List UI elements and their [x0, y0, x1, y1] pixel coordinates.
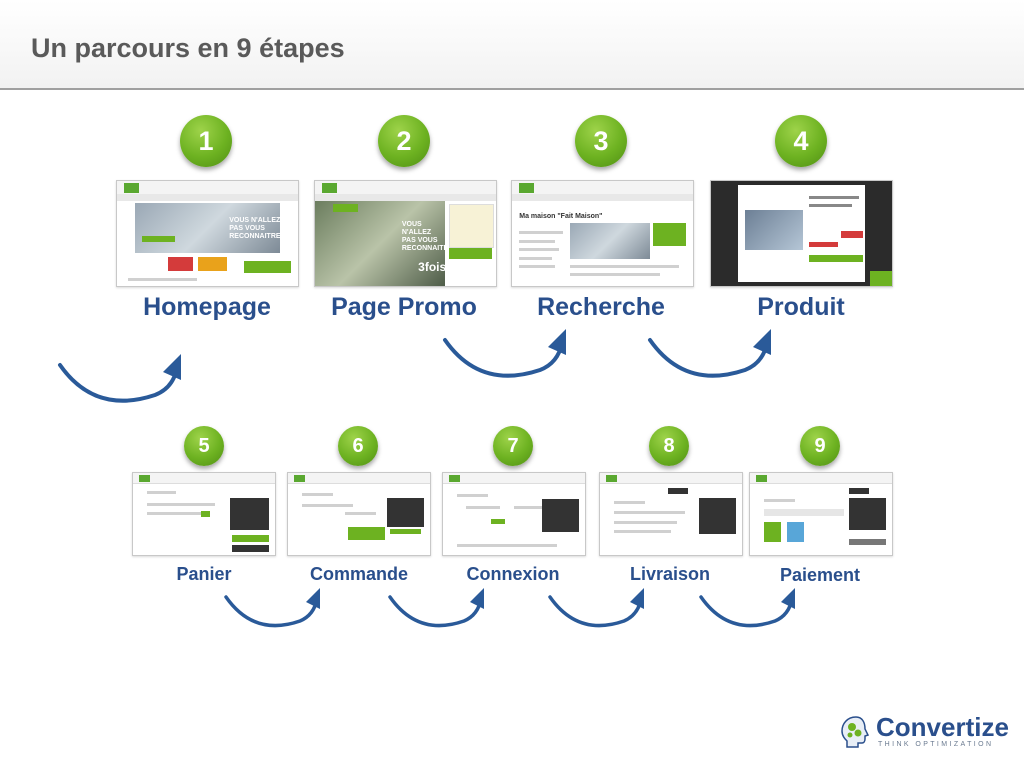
step-9-label: Paiement	[740, 565, 900, 586]
step-5-badge: 5	[184, 426, 224, 466]
title-bar: Un parcours en 9 étapes	[0, 0, 1024, 90]
promo-banner-text: VOUS N'ALLEZ PAS VOUS RECONNAITRE	[402, 221, 445, 253]
step-5-label: Panier	[124, 564, 284, 585]
slide-title: Un parcours en 9 étapes	[31, 33, 345, 64]
arrow-8	[546, 585, 651, 635]
homepage-banner-text: VOUS N'ALLEZ PAS VOUS RECONNAITRE	[229, 217, 291, 241]
brand-name: Convertize	[876, 712, 1009, 743]
convertize-logo: Convertize THINK OPTIMIZATION	[838, 714, 1013, 754]
arrow-9	[697, 585, 802, 635]
gear-head-icon	[838, 714, 874, 750]
brand-tagline: THINK OPTIMIZATION	[878, 741, 993, 748]
step-2-label: Page Promo	[304, 293, 504, 322]
promo-thumbnail: VOUS N'ALLEZ PAS VOUS RECONNAITRE 3fois	[314, 180, 497, 287]
step-3-badge: 3	[575, 115, 627, 167]
arrow-3	[440, 325, 575, 390]
arrow-7	[386, 585, 491, 635]
product-thumbnail	[710, 180, 893, 287]
step-1-badge: 1	[180, 115, 232, 167]
step-8-badge: 8	[649, 426, 689, 466]
step-8-label: Livraison	[590, 564, 750, 585]
step-4-label: Produit	[701, 293, 901, 322]
search-page-title: Ma maison "Fait Maison"	[519, 213, 602, 220]
arrow-4	[645, 325, 780, 390]
step-7-badge: 7	[493, 426, 533, 466]
arrow-1	[55, 350, 190, 415]
step-6-label: Commande	[279, 564, 439, 585]
order-thumbnail	[287, 472, 431, 556]
cart-thumbnail	[132, 472, 276, 556]
arrow-6	[222, 585, 327, 635]
delivery-thumbnail	[599, 472, 743, 556]
step-3-label: Recherche	[501, 293, 701, 322]
step-9-badge: 9	[800, 426, 840, 466]
step-1-label: Homepage	[107, 293, 307, 322]
login-thumbnail	[442, 472, 586, 556]
step-2-badge: 2	[378, 115, 430, 167]
search-thumbnail: Ma maison "Fait Maison"	[511, 180, 694, 287]
payment-thumbnail	[749, 472, 893, 556]
homepage-thumbnail: VOUS N'ALLEZ PAS VOUS RECONNAITRE	[116, 180, 299, 287]
step-6-badge: 6	[338, 426, 378, 466]
step-7-label: Connexion	[433, 564, 593, 585]
step-4-badge: 4	[775, 115, 827, 167]
promo-badge: 3fois	[418, 261, 446, 274]
